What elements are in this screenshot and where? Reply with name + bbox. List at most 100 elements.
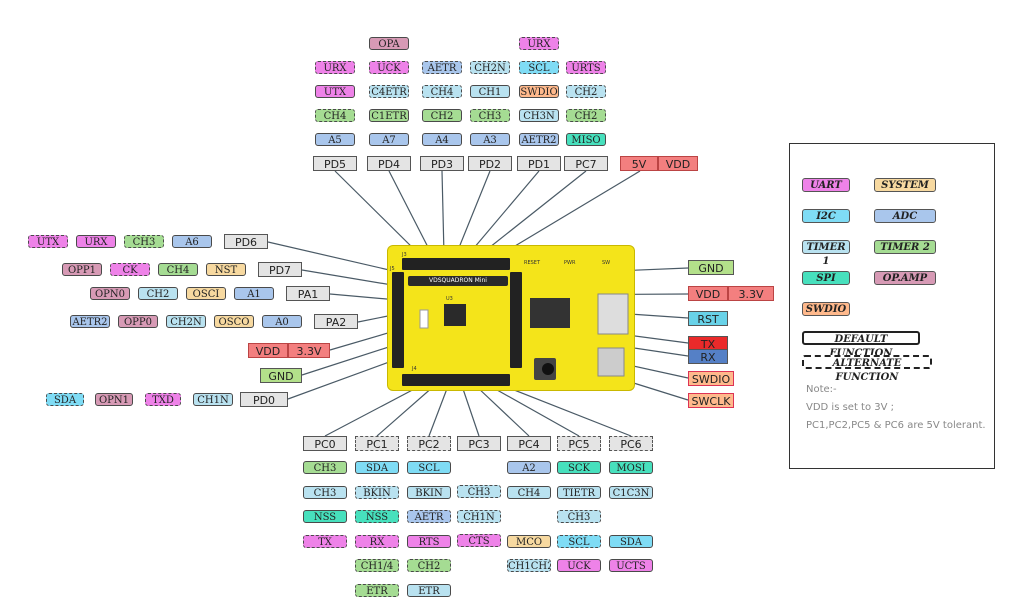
wire-pd4 — [388, 170, 433, 256]
board-title: VDSQUADRON Mini — [408, 276, 508, 286]
top-pin-pc7: PC7 — [564, 156, 608, 171]
left-tag-pa2-3: OSCO — [214, 315, 254, 328]
bottom-pin-pc0: PC0 — [303, 436, 347, 451]
left-tag-pa2-2: CH2N — [166, 315, 206, 328]
bottom-tag-pc5-4: UCK — [557, 559, 601, 572]
svg-text:SW: SW — [602, 260, 610, 266]
left-tag-pd6-2: CH3 — [124, 235, 164, 248]
bottom-tag-pc1-2: NSS — [355, 510, 399, 523]
bottom-tag-pc6-1: C1C3N — [609, 486, 653, 499]
wire-left-gnd — [301, 343, 399, 376]
bottom-tag-pc1-4: CH1/4 — [355, 559, 399, 572]
wire-pc3 — [461, 385, 480, 437]
bottom-tag-pc1-0: SDA — [355, 461, 399, 474]
bottom-pin-pc3: PC3 — [457, 436, 501, 451]
right-vdd: VDD — [688, 286, 728, 301]
legend-item-timer1: TIMER 1 — [802, 240, 850, 267]
top-pin-pd3: PD3 — [420, 156, 464, 171]
left-tag-pd0-1: OPN1 — [95, 393, 133, 406]
bottom-tag-pc4-1: CH4 — [507, 486, 551, 499]
left-tag-pd7-2: CH4 — [158, 263, 198, 276]
left-tag-pd6-3: A6 — [172, 235, 212, 248]
top-tag-pd3-1: CH2 — [422, 109, 462, 122]
top-pin-pd1: PD1 — [517, 156, 561, 171]
top-tag-pd5-2: UTX — [315, 85, 355, 98]
wire-pd3 — [441, 170, 445, 256]
bottom-tag-pc2-0: SCL — [407, 461, 451, 474]
wire-pa1 — [329, 293, 399, 301]
top-tag-pd2-2: CH1 — [470, 85, 510, 98]
top-tag-pd3-0: A4 — [422, 133, 462, 146]
note-line-2: PC1,PC2,PC5 & PC6 are 5V tolerant. — [806, 420, 986, 431]
left-tag-pd6-1: URX — [76, 235, 116, 248]
legend-item-swdio: SWDIO — [802, 302, 850, 316]
top-tag-pd2-3: CH2N — [470, 61, 510, 74]
legend-default: DEFAULT FUNCTION — [802, 331, 920, 359]
bottom-tag-pc4-0: A2 — [507, 461, 551, 474]
wire-left-vdd — [329, 329, 399, 351]
left-pin-pa1: PA1 — [286, 286, 330, 301]
top-tag-pc7-1: CH2 — [566, 109, 606, 122]
top-tag-pd1-3: SCL — [519, 61, 559, 74]
top-tag-pd3-2: CH4 — [422, 85, 462, 98]
wire-pd0 — [287, 357, 401, 400]
top-tag-pd3-3: AETR — [422, 61, 462, 74]
left-tag-pa2-1: OPP0 — [118, 315, 158, 328]
left-tag-pd0-3: CH1N — [193, 393, 233, 406]
left-tag-pa1-2: OSCI — [186, 287, 226, 300]
left-power-vdd: VDD — [248, 343, 288, 358]
wire-pc4 — [475, 385, 530, 437]
top-tag-pc7-2: CH2 — [566, 85, 606, 98]
legend-alternate: ALTERNATE FUNCTION — [802, 355, 932, 383]
wire-pc6 — [503, 385, 632, 437]
svg-text:J4: J4 — [411, 366, 417, 372]
svg-text:U3: U3 — [446, 296, 453, 302]
left-tag-pd7-0: OPP1 — [62, 263, 102, 276]
right-rx: RX — [688, 349, 728, 364]
left-tag-pa2-4: A0 — [262, 315, 302, 328]
wire-pd5 — [334, 170, 421, 256]
top-pin-pd4: PD4 — [367, 156, 411, 171]
bottom-tag-pc3-2: CTS — [457, 534, 501, 547]
bottom-tag-pc6-0: MOSI — [609, 461, 653, 474]
right-rst: RST — [688, 311, 728, 326]
top-tag-pd4-4: OPA — [369, 37, 409, 50]
legend-item-i2c: I2C — [802, 209, 850, 223]
left-tag-pa1-1: CH2 — [138, 287, 178, 300]
wire-5v — [499, 170, 641, 256]
wire-pc7 — [479, 170, 587, 256]
wire-pc1 — [376, 385, 435, 437]
left-pin-pd7: PD7 — [258, 262, 302, 277]
wire-pc0 — [324, 385, 421, 437]
bottom-tag-pc5-2: CH3 — [557, 510, 601, 523]
left-tag-pd7-3: NST — [206, 263, 246, 276]
note-line-1: VDD is set to 3V ; — [806, 402, 895, 413]
wire-pc2 — [428, 385, 449, 437]
wire-pc5 — [489, 385, 580, 437]
bottom-tag-pc5-1: TIETR — [557, 486, 601, 499]
left-tag-pa2-0: AETR2 — [70, 315, 110, 328]
left-power-3v3: 3.3V — [288, 343, 330, 358]
bottom-tag-pc0-0: CH3 — [303, 461, 347, 474]
left-tag-pa1-3: A1 — [234, 287, 274, 300]
bottom-tag-pc4-2: MCO — [507, 535, 551, 548]
bottom-tag-pc0-1: CH3 — [303, 486, 347, 499]
bottom-tag-pc1-1: BKIN — [355, 486, 399, 499]
bottom-pin-pc5: PC5 — [557, 436, 601, 451]
bottom-tag-pc1-3: RX — [355, 535, 399, 548]
right-3v3: 3.3V — [728, 286, 774, 301]
wire-pd6 — [267, 241, 399, 273]
svg-text:J5: J5 — [389, 266, 395, 272]
legend-item-timer2: TIMER 2 — [874, 240, 936, 254]
board-art: J3 J5 U3 RESET PWR SW J4 — [389, 252, 629, 386]
svg-text:RESET: RESET — [524, 260, 541, 266]
wire-pd1 — [467, 170, 540, 256]
bottom-tag-pc2-5: ETR — [407, 584, 451, 597]
legend: DEFAULT FUNCTION ALTERNATE FUNCTION Note… — [789, 143, 995, 469]
left-pin-pd0: PD0 — [240, 392, 288, 407]
bottom-tag-pc1-5: ETR — [355, 584, 399, 597]
left-pin-pa2: PA2 — [314, 314, 358, 329]
bottom-tag-pc2-4: CH2 — [407, 559, 451, 572]
bottom-pin-pc4: PC4 — [507, 436, 551, 451]
